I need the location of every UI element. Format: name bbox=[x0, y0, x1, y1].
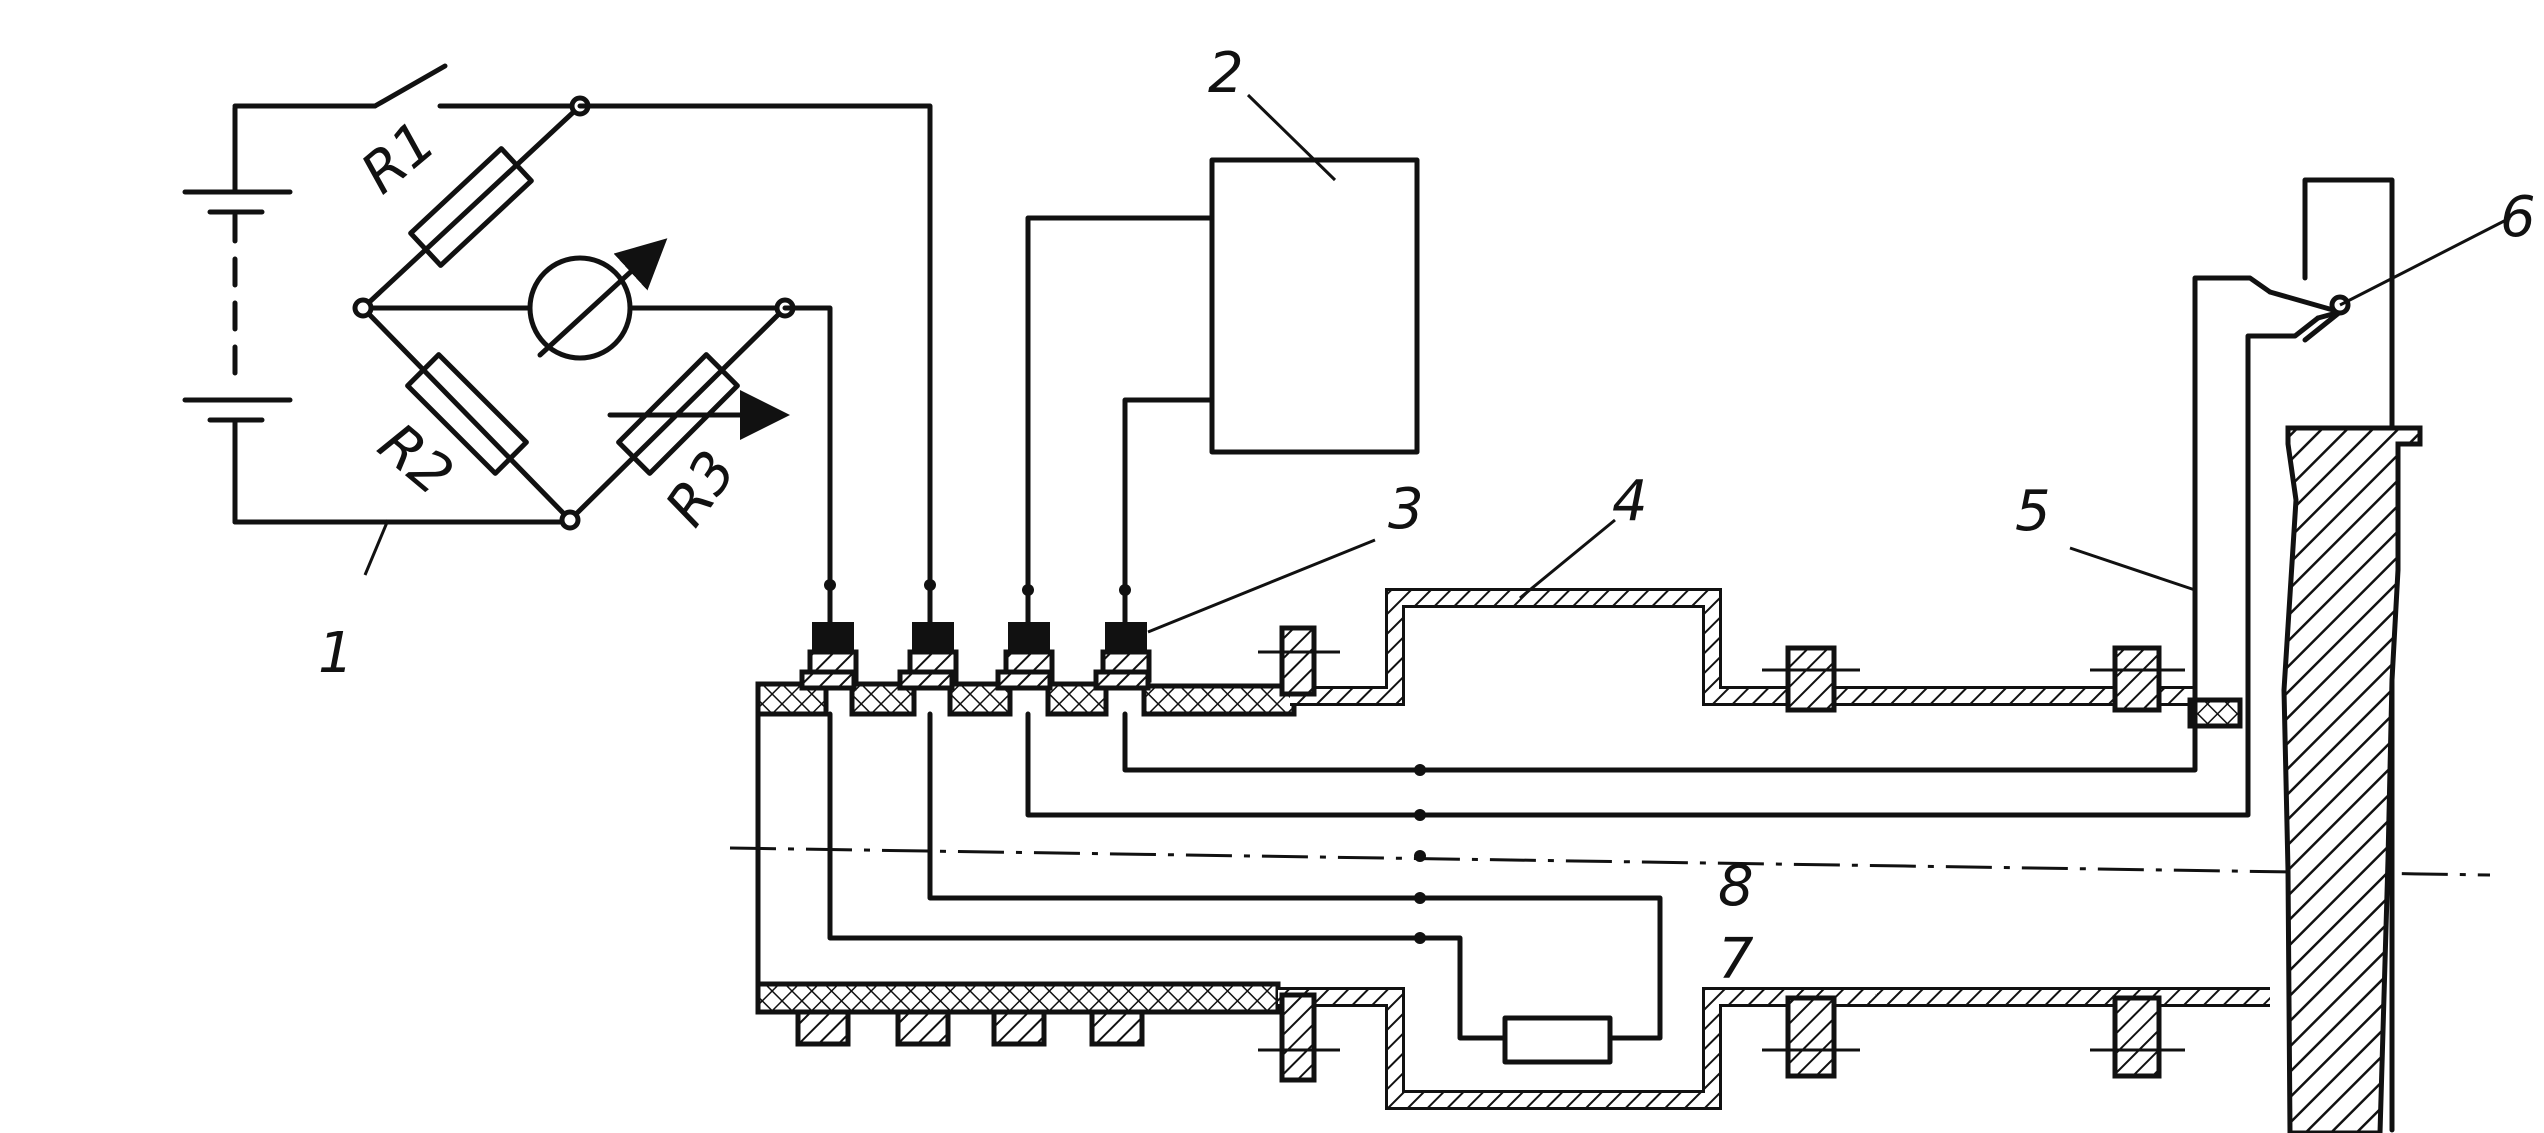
label-8: 8 bbox=[1718, 854, 1754, 919]
bolt-top-1 bbox=[1258, 625, 1340, 697]
battery-icon bbox=[182, 105, 293, 525]
bolt-bottom-1 bbox=[1258, 992, 1340, 1083]
measuring-bridge bbox=[182, 63, 933, 588]
shaft-axis bbox=[729, 846, 2491, 877]
switch-icon bbox=[232, 63, 583, 109]
label-7: 7 bbox=[1718, 927, 1754, 992]
label-4: 4 bbox=[1612, 469, 1648, 534]
bolt-top-2 bbox=[1762, 645, 1860, 713]
internal-wiring bbox=[827, 275, 2321, 1065]
label-1: 1 bbox=[318, 621, 354, 686]
resistor-r1 bbox=[408, 146, 534, 268]
label-2: 2 bbox=[1208, 41, 1244, 106]
turbine-disk bbox=[2281, 425, 2423, 1133]
label-5: 5 bbox=[2015, 479, 2051, 544]
label-r1: R1 bbox=[349, 109, 448, 207]
brush-holders bbox=[807, 579, 1152, 683]
resistor-r3 bbox=[616, 352, 740, 476]
label-6: 6 bbox=[2500, 185, 2536, 250]
leader-lines bbox=[363, 93, 2196, 634]
bolt-bottom-3 bbox=[2090, 995, 2185, 1079]
resistor-r2 bbox=[405, 352, 529, 476]
bolt-top-3 bbox=[2090, 645, 2185, 713]
galvanometer-icon bbox=[527, 238, 668, 361]
rotor-shaft bbox=[729, 588, 2491, 1110]
label-3: 3 bbox=[1388, 477, 1424, 542]
resistor-icon bbox=[1502, 1015, 1613, 1065]
recorder bbox=[1025, 157, 1420, 593]
bolt-bottom-2 bbox=[1762, 995, 1860, 1079]
